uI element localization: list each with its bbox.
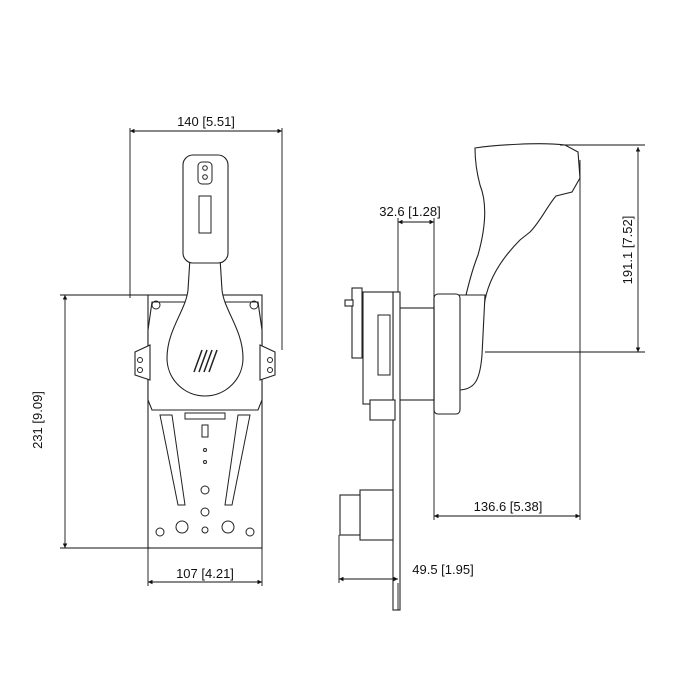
brand-logo-icon: [193, 349, 218, 373]
right-mount-tab: [259, 344, 276, 381]
lever-slot: [198, 195, 212, 234]
dim-side-height: 191.1 [7.52]: [620, 216, 635, 285]
cable-end: [339, 494, 361, 536]
front-view: [134, 154, 276, 549]
dimension-lines: [60, 128, 645, 610]
side-plate: [392, 291, 401, 611]
left-mount-tab: [134, 344, 151, 381]
side-view: [339, 143, 581, 611]
dim-front-width: 140 [5.51]: [177, 114, 235, 129]
lever-handle: [182, 154, 229, 264]
dim-base-width: 107 [4.21]: [176, 566, 234, 581]
lever-arm: [166, 257, 244, 397]
side-body: [397, 307, 435, 401]
cable-connector: [359, 489, 394, 541]
side-flange: [433, 293, 461, 415]
dim-side-depth-bottom: 49.5 [1.95]: [412, 562, 473, 577]
left-slot: [159, 414, 186, 506]
dim-front-height: 231 [9.09]: [30, 391, 45, 449]
dim-side-depth-top: 32.6 [1.28]: [379, 204, 440, 219]
dim-side-reach: 136.6 [5.38]: [474, 499, 543, 514]
right-slot: [224, 414, 251, 506]
side-hub: [457, 294, 486, 391]
